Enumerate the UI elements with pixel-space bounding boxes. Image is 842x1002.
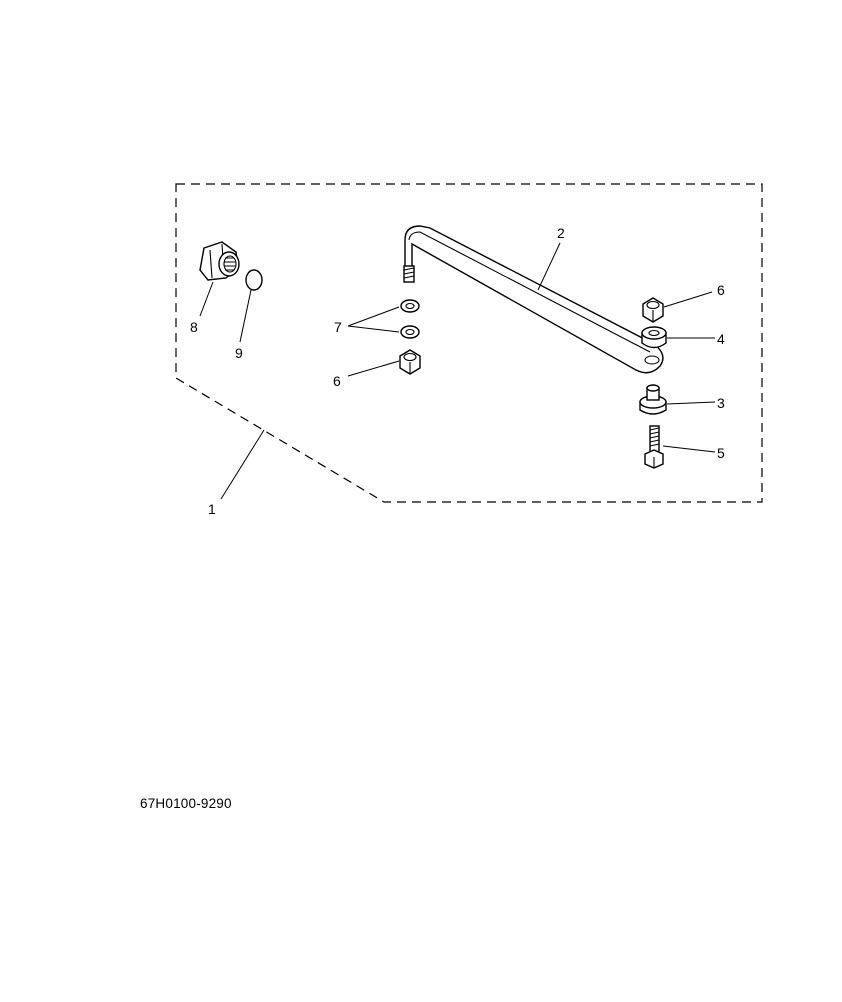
callout-3: 3 [717,395,725,411]
callout-2: 2 [557,225,565,241]
bushing-part [641,326,667,349]
washer-parts [400,299,420,339]
callout-7: 7 [334,319,342,335]
link-rod-part [403,225,664,374]
callout-1: 1 [208,501,216,517]
collar-part [639,384,667,415]
bolt-part [644,425,664,469]
nut-right-part [642,297,664,323]
leader-lines [199,242,716,500]
cable-nut-part [199,241,240,281]
callout-9: 9 [235,345,243,361]
kit-boundary [175,183,763,503]
callout-8: 8 [190,319,198,335]
callout-5: 5 [717,445,725,461]
drawing-number: 67H0100-9290 [140,796,232,811]
callout-6-left: 6 [333,373,341,389]
o-ring-part [245,269,263,291]
callout-4: 4 [717,331,725,347]
nut-left-part [399,349,421,375]
callout-6-right: 6 [717,282,725,298]
